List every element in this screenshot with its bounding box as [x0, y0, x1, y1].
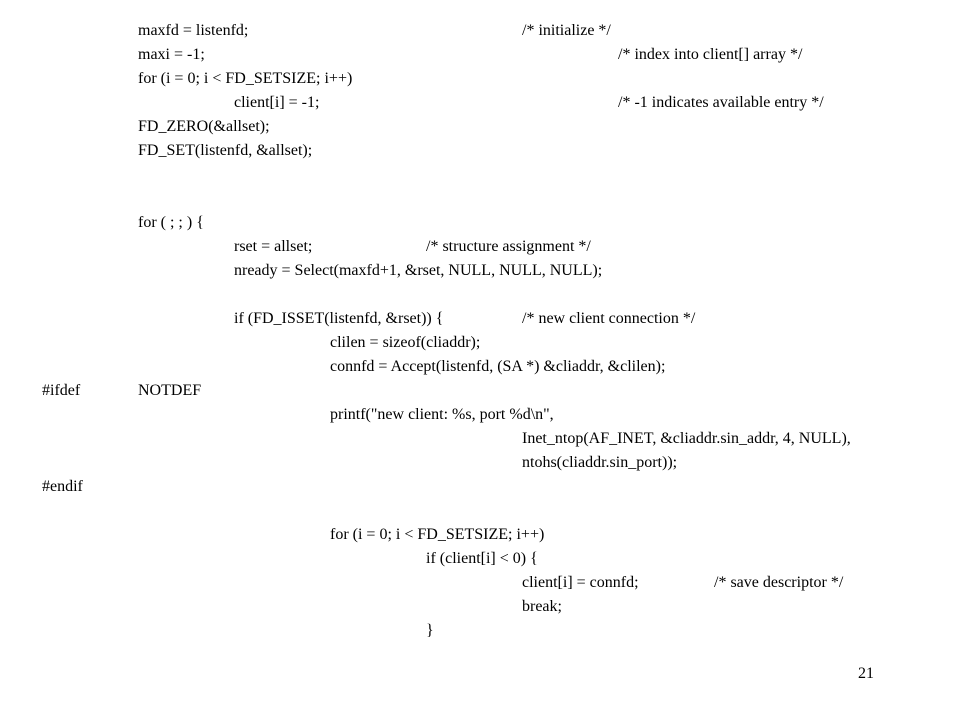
code-line: nready = Select(maxfd+1, &rset, NULL, NU… [0, 261, 960, 285]
code-text: FD_ZERO(&allset); [138, 118, 270, 135]
code-text: if (client[i] < 0) { [426, 550, 538, 567]
preprocessor-directive: #endif [42, 478, 83, 495]
code-text: for (i = 0; i < FD_SETSIZE; i++) [138, 70, 353, 87]
code-line: client[i] = connfd; /* save descriptor */ [0, 573, 960, 597]
code-text: FD_SET(listenfd, &allset); [138, 142, 313, 159]
code-comment: /* save descriptor */ [714, 574, 844, 591]
code-line: #ifdef NOTDEF [0, 381, 960, 405]
code-line: maxfd = listenfd; /* initialize */ [0, 21, 960, 45]
preprocessor-directive: #ifdef [42, 382, 81, 399]
preprocessor-directive: NOTDEF [138, 382, 202, 399]
code-line: Inet_ntop(AF_INET, &cliaddr.sin_addr, 4,… [0, 429, 960, 453]
code-line: client[i] = -1; /* -1 indicates available… [0, 93, 960, 117]
code-text: ntohs(cliaddr.sin_port)); [522, 454, 678, 471]
code-line: for (i = 0; i < FD_SETSIZE; i++) [0, 69, 960, 93]
code-line: clilen = sizeof(cliaddr); [0, 333, 960, 357]
blank-line [0, 285, 960, 309]
code-line: if (FD_ISSET(listenfd, &rset)) { /* new c… [0, 309, 960, 333]
code-line: if (client[i] < 0) { [0, 549, 960, 573]
code-text: maxi = -1; [138, 46, 205, 63]
code-text: printf("new client: %s, port %d\n", [330, 406, 554, 423]
code-text: nready = Select(maxfd+1, &rset, NULL, NU… [234, 262, 603, 279]
code-text: rset = allset; [234, 238, 313, 255]
code-text: } [426, 622, 434, 639]
code-line: FD_ZERO(&allset); [0, 117, 960, 141]
code-comment: /* structure assignment */ [426, 238, 591, 255]
code-text: if (FD_ISSET(listenfd, &rset)) { [234, 310, 444, 327]
code-text: for (i = 0; i < FD_SETSIZE; i++) [330, 526, 545, 543]
code-line: } [0, 621, 960, 645]
code-line: #endif [0, 477, 960, 501]
code-text: client[i] = -1; [234, 94, 320, 111]
code-comment: /* new client connection */ [522, 310, 696, 327]
blank-line [0, 501, 960, 525]
code-text: client[i] = connfd; [522, 574, 639, 591]
code-line: connfd = Accept(listenfd, (SA *) &cliadd… [0, 357, 960, 381]
code-line: rset = allset; /* structure assignment */ [0, 237, 960, 261]
code-line: break; [0, 597, 960, 621]
code-line: FD_SET(listenfd, &allset); [0, 141, 960, 165]
code-line: for (i = 0; i < FD_SETSIZE; i++) [0, 525, 960, 549]
code-text: break; [522, 598, 562, 615]
code-line: ntohs(cliaddr.sin_port)); [0, 453, 960, 477]
code-line: printf("new client: %s, port %d\n", [0, 405, 960, 429]
code-text: connfd = Accept(listenfd, (SA *) &cliadd… [330, 358, 666, 375]
blank-line [0, 189, 960, 213]
code-comment: /* initialize */ [522, 22, 611, 39]
code-line: maxi = -1; /* index into client[] array *… [0, 45, 960, 69]
code-line: for ( ; ; ) { [0, 213, 960, 237]
code-text: for ( ; ; ) { [138, 214, 204, 231]
page-number: 21 [858, 665, 874, 682]
code-text: Inet_ntop(AF_INET, &cliaddr.sin_addr, 4,… [522, 430, 851, 447]
code-comment: /* index into client[] array */ [618, 46, 803, 63]
blank-line [0, 165, 960, 189]
code-text: clilen = sizeof(cliaddr); [330, 334, 481, 351]
code-text: maxfd = listenfd; [138, 22, 249, 39]
code-comment: /* -1 indicates available entry */ [618, 94, 824, 111]
